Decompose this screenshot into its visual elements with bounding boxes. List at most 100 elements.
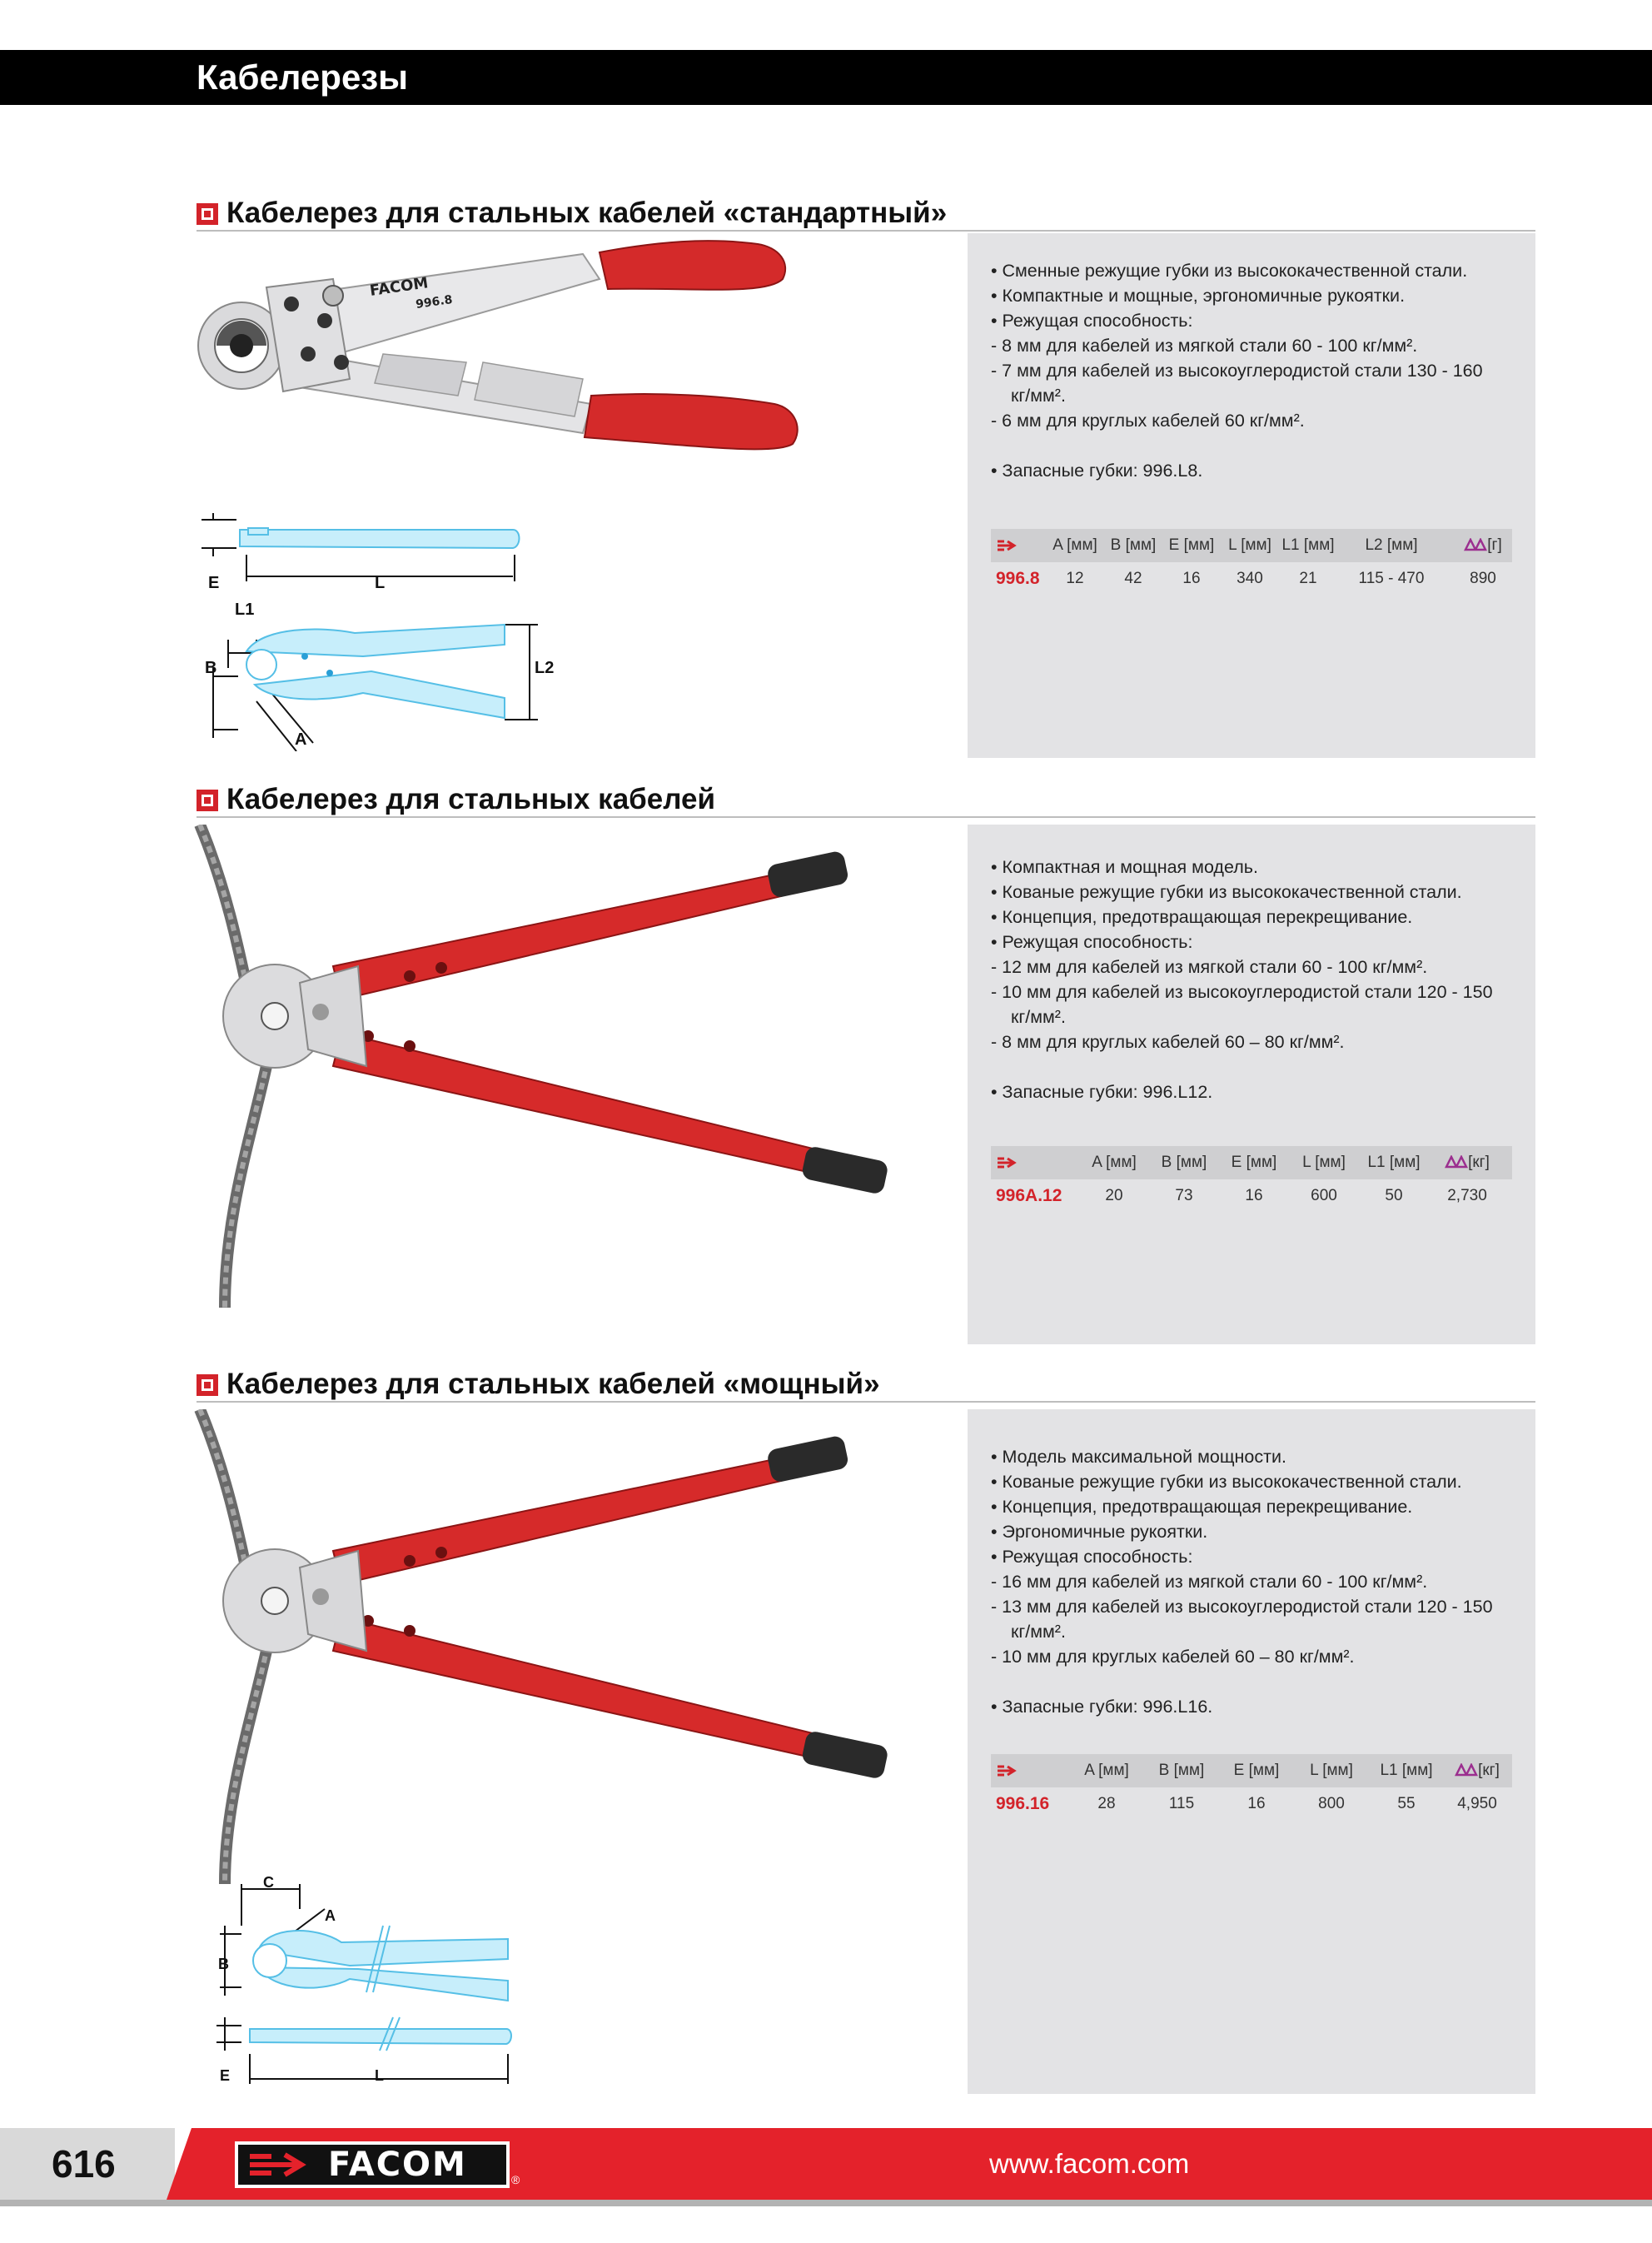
- product-panel-standard: • Сменные режущие губки из высококачеств…: [968, 233, 1535, 758]
- spec-header-row: A [мм] B [мм] E [мм] L [мм] L1 [мм] [кг]: [991, 1146, 1512, 1179]
- feature-gap: [991, 433, 1524, 458]
- dim-label-l2: L2: [535, 659, 554, 677]
- spec-data-row: 996.8 12 42 16 340 21 115 - 470 890: [991, 562, 1512, 596]
- registered-mark: ®: [511, 2173, 520, 2186]
- feature-line: кг/мм².: [1011, 386, 1066, 406]
- reference-code: 996.8: [996, 569, 1040, 588]
- spec-value: 4,950: [1457, 1795, 1497, 1812]
- spec-value: 73: [1175, 1187, 1193, 1204]
- section-1-header: Кабелерез для стальных кабелей «стандарт…: [197, 195, 1535, 232]
- reference-icon: [998, 1765, 1017, 1777]
- feature-line: • Запасные губки: 996.L8.: [991, 461, 1203, 481]
- feature-line: - 6 мм для круглых кабелей 60 кг/мм².: [991, 411, 1305, 431]
- spec-table-compact: A [мм] B [мм] E [мм] L [мм] L1 [мм] [кг]…: [991, 1146, 1512, 1213]
- feature-line: - 7 мм для кабелей из высокоуглеродистой…: [991, 361, 1483, 381]
- spec-header-cell: L2 [мм]: [1365, 536, 1418, 554]
- spec-table-heavy: A [мм] B [мм] E [мм] L [мм] L1 [мм] [кг]…: [991, 1754, 1512, 1821]
- feature-gap: [991, 1054, 1524, 1079]
- spec-header-cell: L1 [мм]: [1281, 536, 1335, 554]
- feature-line: • Компактная и мощная модель.: [991, 857, 1258, 877]
- section-bullet-icon: [197, 203, 218, 225]
- facom-logo: FACOM: [235, 2141, 510, 2188]
- feature-line: - 10 мм для кабелей из высокоуглеродисто…: [991, 982, 1493, 1002]
- spec-data-row: 996A.12 20 73 16 600 50 2,730: [991, 1179, 1512, 1213]
- reference-code: 996.16: [996, 1794, 1050, 1813]
- dim-label-a: A: [295, 730, 306, 749]
- dim-label-a: A: [325, 1907, 336, 1924]
- section-bullet-icon: [197, 1374, 218, 1396]
- weight-icon: [1464, 537, 1488, 551]
- feature-line: • Режущая способность:: [991, 1547, 1193, 1567]
- spec-header-cell: L [мм]: [1302, 1154, 1346, 1171]
- feature-line: - 12 мм для кабелей из мягкой стали 60 -…: [991, 957, 1428, 977]
- reference-code: 996A.12: [996, 1186, 1062, 1205]
- dim-label-c: C: [263, 1876, 274, 1891]
- spec-header-cell: A [мм]: [1052, 536, 1097, 554]
- spec-value: 20: [1105, 1187, 1123, 1204]
- feature-line: • Кованые режущие губки из высококачеств…: [991, 882, 1462, 902]
- spec-value: 2,730: [1447, 1187, 1487, 1204]
- feature-line: • Концепция, предотвращающая перекрещива…: [991, 1497, 1413, 1517]
- weight-header: [г]: [1457, 529, 1509, 562]
- spec-value: 600: [1311, 1187, 1337, 1204]
- section-3-title: Кабелерез для стальных кабелей «мощный»: [226, 1368, 880, 1400]
- product-marking-model: 996.8: [415, 293, 453, 312]
- feature-list-heavy: • Модель максимальной мощности. • Кованы…: [991, 1444, 1524, 1719]
- feature-line: • Концепция, предотвращающая перекрещива…: [991, 907, 1413, 927]
- spec-header-cell: E [мм]: [1168, 536, 1215, 554]
- spec-header-row: A [мм] B [мм] E [мм] L [мм] L1 [мм] [кг]: [991, 1754, 1512, 1787]
- dim-label-b: B: [205, 659, 216, 677]
- feature-line: • Запасные губки: 996.L16.: [991, 1697, 1213, 1717]
- section-bullet-icon: [197, 790, 218, 811]
- feature-line: - 10 мм для круглых кабелей 60 – 80 кг/м…: [991, 1647, 1355, 1667]
- reference-icon: [998, 1157, 1017, 1169]
- weight-icon: [1445, 1154, 1469, 1169]
- spec-value: 12: [1066, 570, 1084, 587]
- product-panel-heavy: • Модель максимальной мощности. • Кованы…: [968, 1409, 1535, 2094]
- section-2-header: Кабелерез для стальных кабелей: [197, 781, 1535, 818]
- website-link[interactable]: www.facom.com: [989, 2148, 1190, 2179]
- spec-header-cell: L1 [мм]: [1367, 1154, 1421, 1171]
- weight-header: [кг]: [1432, 1146, 1502, 1179]
- spec-header-cell: B [мм]: [1161, 1154, 1207, 1171]
- spec-value: 21: [1299, 570, 1317, 587]
- feature-line: • Режущая способность:: [991, 932, 1193, 952]
- technical-drawing-heavy: C A B E L: [216, 1876, 512, 2084]
- page-number: 616: [52, 2142, 116, 2186]
- feature-line: • Режущая способность:: [991, 311, 1193, 331]
- feature-line: • Компактные и мощные, эргономичные руко…: [991, 286, 1406, 306]
- dim-label-b: B: [218, 1956, 229, 1972]
- feature-line: • Сменные режущие губки из высококачеств…: [991, 261, 1468, 281]
- feature-gap: [991, 1669, 1524, 1694]
- feature-line: - 16 мм для кабелей из мягкой стали 60 -…: [991, 1572, 1428, 1592]
- spec-value: 115: [1168, 1795, 1195, 1812]
- footer: 616 FACOM ® www.facom.com: [0, 2128, 1652, 2200]
- product-photo-heavy: [194, 1409, 888, 1884]
- feature-line: • Запасные губки: 996.L12.: [991, 1082, 1213, 1102]
- spec-value: 800: [1318, 1795, 1345, 1812]
- feature-line: • Кованые режущие губки из высококачеств…: [991, 1472, 1462, 1492]
- spec-header-cell: E [мм]: [1231, 1154, 1277, 1171]
- spec-header-cell: E [мм]: [1233, 1762, 1280, 1779]
- feature-line: - 13 мм для кабелей из высокоуглеродисто…: [991, 1597, 1493, 1617]
- spec-value: 28: [1097, 1795, 1116, 1812]
- spec-header-cell: A [мм]: [1084, 1762, 1129, 1779]
- spec-value: 115 - 470: [1358, 570, 1425, 587]
- top-bar: Кабелерезы: [0, 50, 1652, 105]
- feature-list-standard: • Сменные режущие губки из высококачеств…: [991, 258, 1524, 483]
- product-photo-compact: [194, 825, 888, 1308]
- weight-header: [кг]: [1444, 1754, 1510, 1787]
- section-1-title: Кабелерез для стальных кабелей «стандарт…: [226, 197, 948, 229]
- spec-value: 42: [1124, 570, 1142, 587]
- feature-line: кг/мм².: [1011, 1622, 1066, 1642]
- feature-line: кг/мм².: [1011, 1007, 1066, 1027]
- spec-value: 16: [1245, 1187, 1263, 1204]
- feature-line: - 8 мм для круглых кабелей 60 – 80 кг/мм…: [991, 1032, 1345, 1052]
- feature-line: • Эргономичные рукоятки.: [991, 1522, 1208, 1542]
- spec-value: 16: [1247, 1795, 1266, 1812]
- page-title: Кабелерезы: [197, 57, 409, 97]
- spec-header-cell: L1 [мм]: [1380, 1762, 1433, 1779]
- spec-value: 890: [1470, 570, 1496, 587]
- weight-icon: [1455, 1762, 1479, 1777]
- spec-header-cell: [г]: [1487, 536, 1502, 554]
